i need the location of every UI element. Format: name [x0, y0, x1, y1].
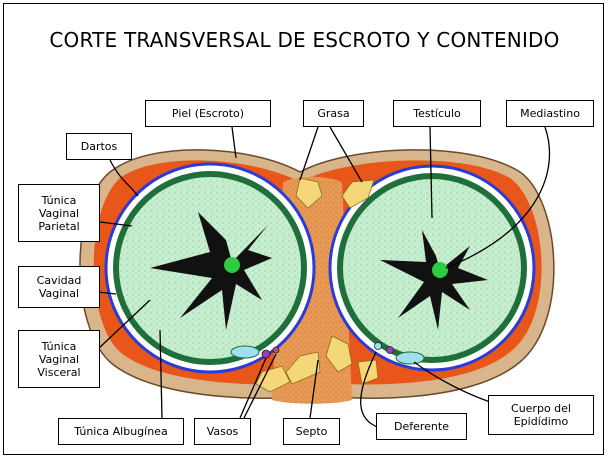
- diagram-title: CORTE TRANSVERSAL DE ESCROTO Y CONTENIDO: [49, 28, 560, 52]
- label-deferente: Deferente: [376, 413, 467, 440]
- label-cuerpo-epididimo: Cuerpo del Epidídimo: [488, 395, 594, 435]
- left-mediastinum-core: [224, 257, 240, 273]
- label-tunica-vaginal-parietal: Túnica Vaginal Parietal: [18, 184, 100, 242]
- fat-deposit: [295, 177, 323, 209]
- label-piel: Piel (Escroto): [145, 100, 271, 127]
- fat-deposit: [285, 351, 321, 385]
- label-grasa: Grasa: [303, 100, 364, 127]
- right-mediastinum-core: [432, 262, 448, 278]
- vessel: [261, 349, 271, 359]
- fat-deposit: [255, 365, 291, 393]
- label-tunica-vaginal-visceral: Túnica Vaginal Visceral: [18, 330, 100, 388]
- label-septo: Septo: [283, 418, 340, 445]
- vessel: [386, 346, 394, 354]
- right-mediastinum: [380, 230, 488, 330]
- fat-deposit: [341, 179, 375, 209]
- fat-deposit: [325, 335, 353, 373]
- label-testiculo: Testículo: [393, 100, 481, 127]
- label-vasos: Vasos: [194, 418, 251, 445]
- label-cavidad-vaginal: Cavidad Vaginal: [18, 266, 100, 308]
- left-mediastinum: [150, 212, 272, 330]
- label-mediastino: Mediastino: [506, 100, 594, 127]
- label-tunica-albuginea: Túnica Albugínea: [58, 418, 184, 445]
- epididymis-left: [230, 345, 260, 359]
- label-dartos: Dartos: [66, 133, 132, 160]
- vessel: [272, 346, 280, 354]
- leader-lines: [97, 126, 551, 429]
- vas-deferens: [374, 342, 382, 350]
- epididymis-right: [395, 351, 425, 365]
